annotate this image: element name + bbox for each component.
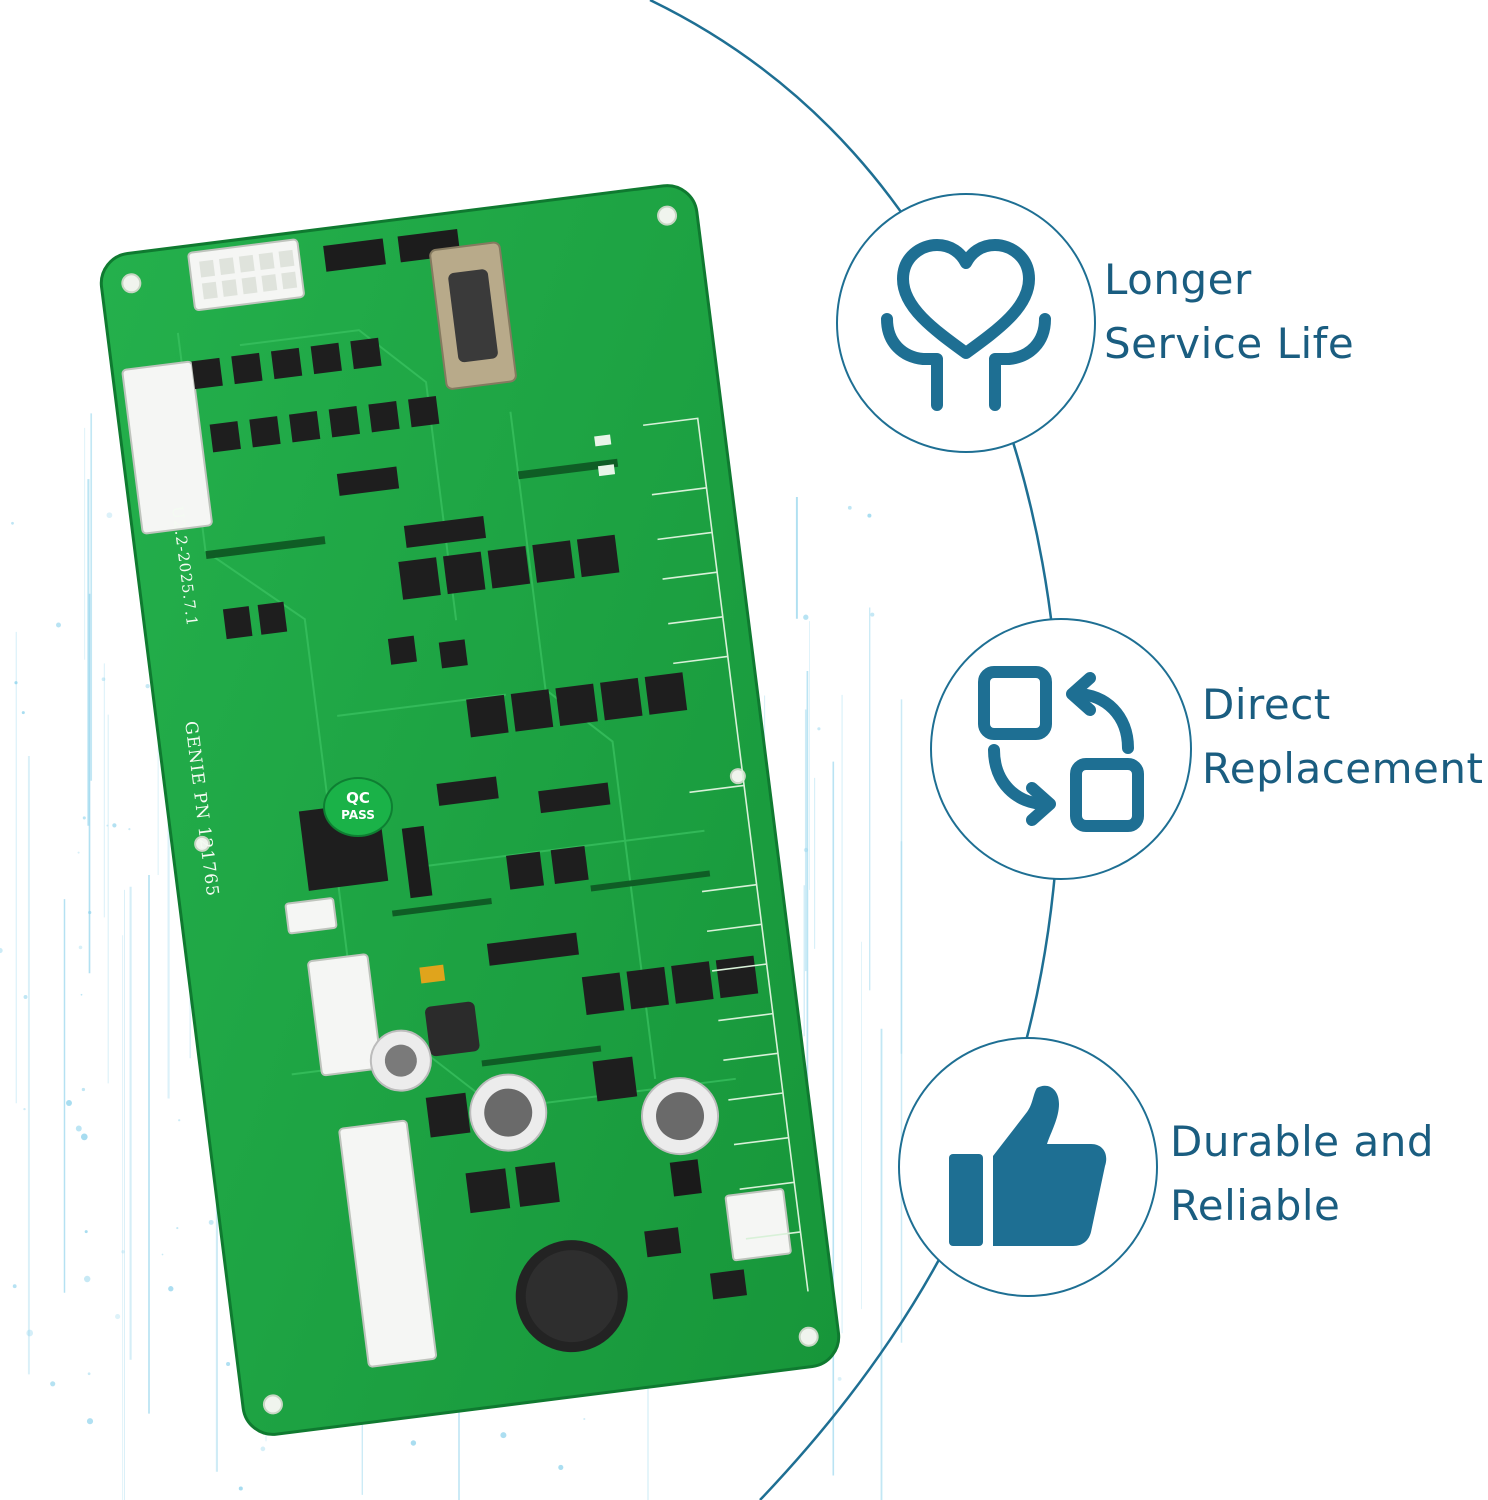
feature-label-direct-replacement: Direct Replacement: [1202, 673, 1483, 801]
feature-label-durable-reliable: Durable and Reliable: [1170, 1110, 1434, 1238]
swap-arrows-icon: [978, 666, 1144, 832]
feature-line: Reliable: [1170, 1181, 1341, 1230]
feature-circle-longer-service-life: [836, 193, 1096, 453]
feature-circle-direct-replacement: [930, 618, 1192, 880]
feature-label-longer-service-life: Longer Service Life: [1104, 248, 1354, 376]
qc-badge-top: QC: [346, 789, 370, 807]
thumbs-up-icon: [949, 1085, 1107, 1246]
feature-line: Replacement: [1202, 744, 1484, 793]
feature-line: Durable and: [1170, 1117, 1435, 1166]
heart-hands-icon: [881, 239, 1051, 411]
feature-line: Longer: [1104, 255, 1252, 304]
feature-circle-durable-reliable: [898, 1037, 1158, 1297]
feature-line: Service Life: [1104, 319, 1355, 368]
qc-badge-bottom: PASS: [341, 808, 375, 822]
qc-pass-badge: QC PASS: [323, 777, 393, 837]
feature-line: Direct: [1202, 680, 1331, 729]
